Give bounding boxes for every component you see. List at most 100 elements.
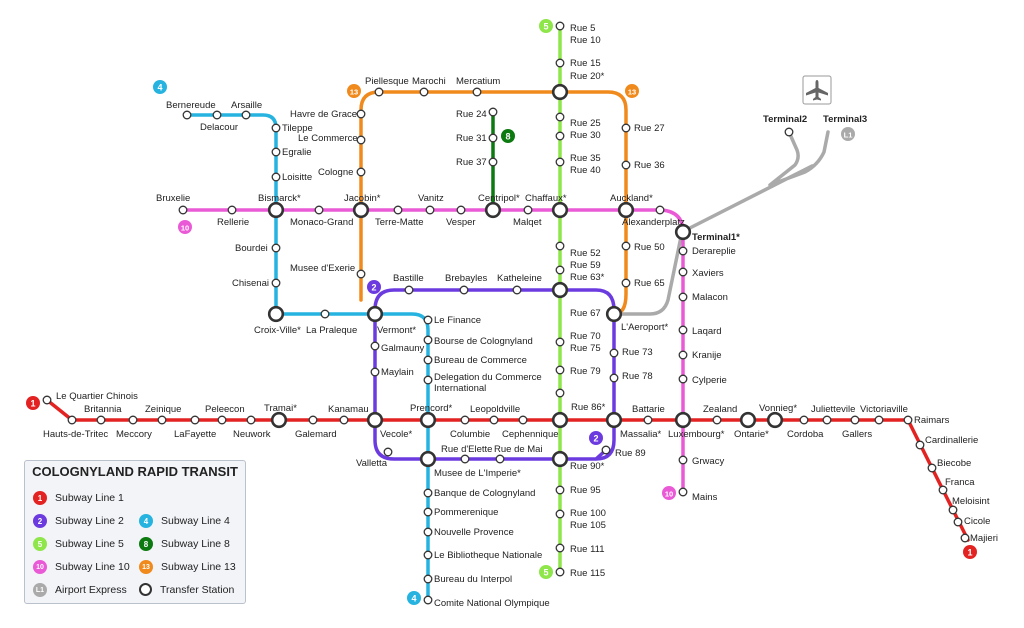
station-label[interactable]: Valletta (356, 458, 388, 469)
station-marker[interactable] (356, 269, 366, 279)
station-marker[interactable] (621, 160, 631, 170)
station-label[interactable]: Maylain (381, 367, 414, 378)
station-label[interactable]: Meloisint (952, 496, 990, 507)
transfer-station-marker[interactable] (551, 83, 569, 101)
station-label[interactable]: Rue 65 (634, 278, 665, 289)
station-marker[interactable] (271, 243, 281, 253)
station-label[interactable]: International (434, 383, 486, 394)
station-label[interactable]: Jacobin* (344, 193, 381, 204)
station-marker[interactable] (246, 415, 256, 425)
station-label[interactable]: Majieri (970, 533, 998, 544)
station-label[interactable]: Grwacy (692, 456, 724, 467)
station-label[interactable]: Rue 90* (570, 461, 605, 472)
station-marker[interactable] (555, 543, 565, 553)
station-label[interactable]: Rue 36 (634, 160, 665, 171)
station-label[interactable]: Le Commerce (298, 133, 358, 144)
transfer-station-marker[interactable] (352, 201, 370, 219)
station-label[interactable]: Battarie (632, 404, 665, 415)
station-label[interactable]: Rue 111 (570, 544, 605, 555)
station-label[interactable]: Galemard (295, 429, 337, 440)
station-marker[interactable] (609, 348, 619, 358)
station-label[interactable]: Nouvelle Provence (434, 527, 514, 538)
transfer-station-marker[interactable] (605, 411, 623, 429)
station-marker[interactable] (271, 147, 281, 157)
station-label[interactable]: Massalia* (620, 429, 661, 440)
station-marker[interactable] (423, 507, 433, 517)
station-marker[interactable] (523, 205, 533, 215)
station-marker[interactable] (555, 337, 565, 347)
station-label[interactable]: Centripol* (478, 193, 520, 204)
transfer-station-marker[interactable] (605, 305, 623, 323)
station-label[interactable]: Rue 20* (570, 71, 605, 82)
station-marker[interactable] (314, 205, 324, 215)
station-label[interactable]: Rue 100 (570, 508, 606, 519)
station-label[interactable]: Tileppe (282, 123, 313, 134)
station-label[interactable]: Pommerenique (434, 507, 498, 518)
station-marker[interactable] (643, 415, 653, 425)
station-label[interactable]: Brebayles (445, 273, 487, 284)
station-label[interactable]: Rue 37 (456, 157, 487, 168)
station-label[interactable]: Victoriaville (860, 404, 908, 415)
station-label[interactable]: Comite National Olympique (434, 598, 550, 609)
station-label[interactable]: Delacour (200, 122, 238, 133)
station-label[interactable]: Vesper (446, 217, 476, 228)
station-marker[interactable] (621, 241, 631, 251)
station-label[interactable]: Le Quartier Chinois (56, 391, 138, 402)
station-marker[interactable] (419, 87, 429, 97)
station-label[interactable]: Rue 40 (570, 165, 601, 176)
station-label[interactable]: Galmauny (381, 343, 425, 354)
station-marker[interactable] (488, 133, 498, 143)
transfer-station-marker[interactable] (267, 201, 285, 219)
station-label[interactable]: Rue 89 (615, 448, 646, 459)
station-label[interactable]: Kranije (692, 350, 722, 361)
transfer-station-marker[interactable] (674, 411, 692, 429)
station-label[interactable]: LaFayette (174, 429, 216, 440)
station-label[interactable]: Havre de Grace (290, 109, 357, 120)
station-label[interactable]: Mains (692, 492, 718, 503)
station-label[interactable]: Chisenai (232, 278, 269, 289)
station-marker[interactable] (784, 127, 794, 137)
station-marker[interactable] (356, 109, 366, 119)
station-label[interactable]: Rue 50 (634, 242, 665, 253)
station-marker[interactable] (488, 157, 498, 167)
station-label[interactable]: Rue 67 (570, 308, 601, 319)
station-label[interactable]: Rue 115 (570, 568, 605, 579)
station-marker[interactable] (370, 367, 380, 377)
station-marker[interactable] (423, 550, 433, 560)
station-marker[interactable] (555, 509, 565, 519)
station-marker[interactable] (157, 415, 167, 425)
station-marker[interactable] (425, 205, 435, 215)
transfer-station-marker[interactable] (551, 201, 569, 219)
station-label[interactable]: Rellerie (217, 217, 249, 228)
station-marker[interactable] (678, 350, 688, 360)
station-marker[interactable] (678, 292, 688, 302)
station-marker[interactable] (822, 415, 832, 425)
station-label[interactable]: Rue 30 (570, 130, 601, 141)
station-label[interactable]: Vecole* (380, 429, 413, 440)
station-label[interactable]: Derareplie (692, 246, 736, 257)
station-label[interactable]: Vermont* (377, 325, 416, 336)
station-marker[interactable] (495, 454, 505, 464)
station-label[interactable]: Rue 78 (622, 371, 653, 382)
station-label[interactable]: Musee de L'Imperie* (434, 468, 521, 479)
station-marker[interactable] (512, 285, 522, 295)
station-label[interactable]: Rue 5 (570, 23, 595, 34)
station-marker[interactable] (678, 267, 688, 277)
station-label[interactable]: Ontarie* (734, 429, 769, 440)
station-marker[interactable] (423, 527, 433, 537)
station-label[interactable]: Le Finance (434, 315, 481, 326)
station-marker[interactable] (370, 341, 380, 351)
station-marker[interactable] (459, 285, 469, 295)
station-label[interactable]: Delegation du Commerce (434, 372, 542, 383)
station-marker[interactable] (678, 325, 688, 335)
station-label[interactable]: Bastille (393, 273, 424, 284)
station-label[interactable]: Rue 10 (570, 35, 601, 46)
station-label[interactable]: Terminal1* (692, 232, 740, 243)
station-label[interactable]: Rue 35 (570, 153, 601, 164)
station-marker[interactable] (383, 447, 393, 457)
station-marker[interactable] (423, 574, 433, 584)
station-label[interactable]: Rue de Mai (494, 444, 543, 455)
station-label[interactable]: Rue 63* (570, 272, 605, 283)
transfer-station-marker[interactable] (419, 411, 437, 429)
station-marker[interactable] (678, 455, 688, 465)
